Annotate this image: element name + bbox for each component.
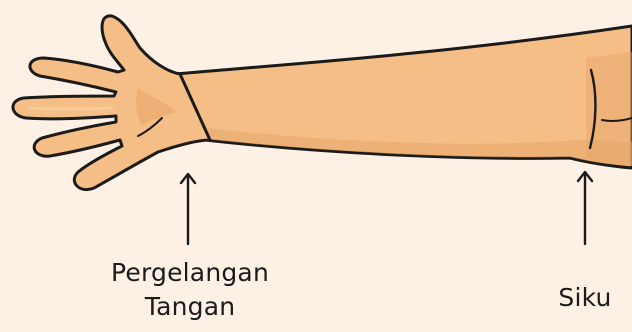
elbow-shadow [586,52,632,166]
wrist-label: Pergelangan Tangan [70,256,310,324]
arm-illustration [13,16,632,190]
finger-highlight [30,108,112,109]
hand [13,16,210,190]
elbow-arrow [578,172,592,244]
wrist-arrow [181,174,195,244]
elbow-label: Siku [540,281,630,315]
